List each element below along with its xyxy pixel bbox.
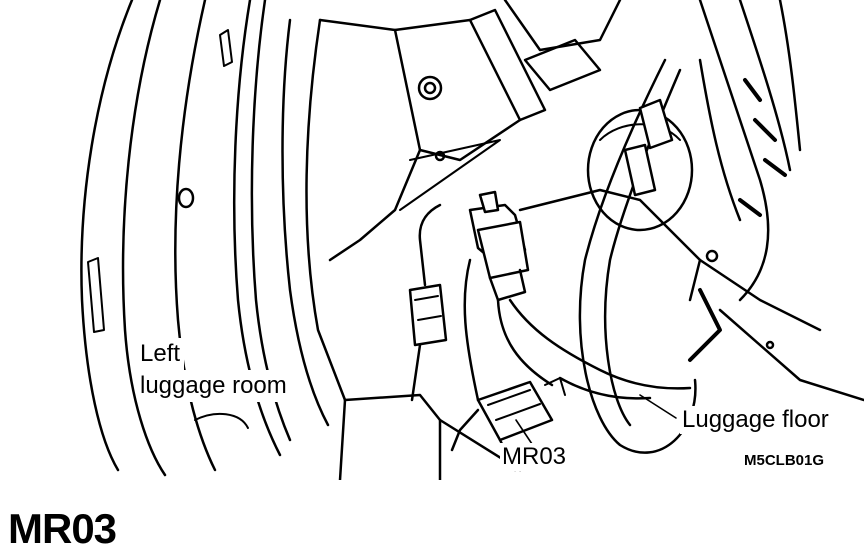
harness-wires-center	[463, 258, 692, 402]
wheel-arch-trim	[80, 0, 330, 477]
label-left-luggage-room: Left luggage room	[140, 338, 291, 402]
label-left-line1: Left	[140, 338, 185, 370]
wiring-harness	[688, 0, 802, 362]
label-connector-mr03: MR03	[500, 443, 569, 471]
figure-code: M5CLB01G	[744, 452, 825, 469]
leader-lines	[515, 394, 677, 445]
wire-loop	[578, 58, 697, 454]
body-pillar	[305, 0, 622, 402]
figure-caption: MR03	[8, 505, 117, 552]
connector-upper	[408, 203, 448, 402]
label-left-line2: luggage room	[140, 370, 291, 402]
floor-panel	[338, 188, 864, 480]
label-luggage-floor: Luggage floor	[680, 406, 831, 434]
relay	[468, 190, 530, 302]
connector-location-drawing	[80, 0, 864, 480]
